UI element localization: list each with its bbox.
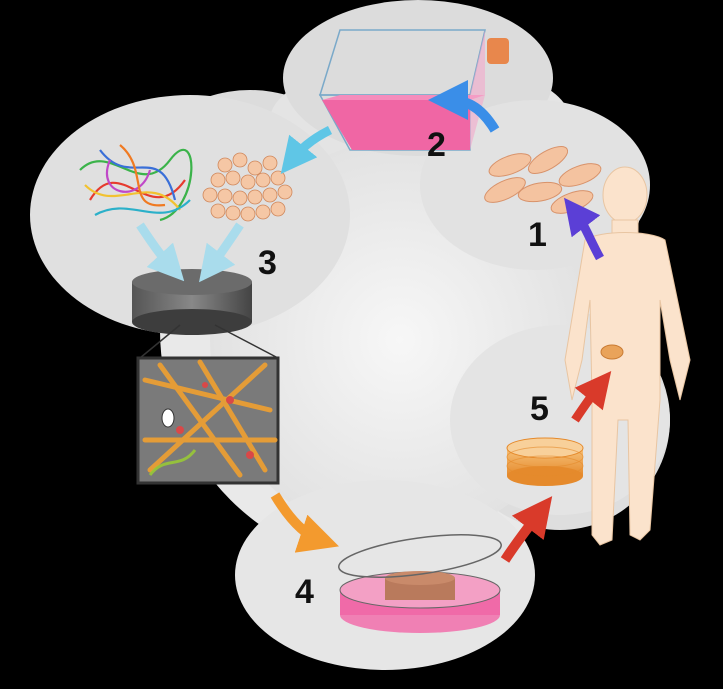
step-label-3: 3: [258, 246, 277, 280]
tissue-construct-icon: [507, 438, 583, 486]
scaffold-disk-icon: [132, 269, 252, 335]
step-label-4: 4: [295, 575, 314, 609]
step-label-5: 5: [530, 392, 549, 426]
scaffold-zoom-inset: [138, 358, 278, 483]
step-label-1: 1: [528, 218, 547, 252]
step-label-2: 2: [427, 128, 446, 162]
implant-patch-icon: [601, 345, 623, 359]
